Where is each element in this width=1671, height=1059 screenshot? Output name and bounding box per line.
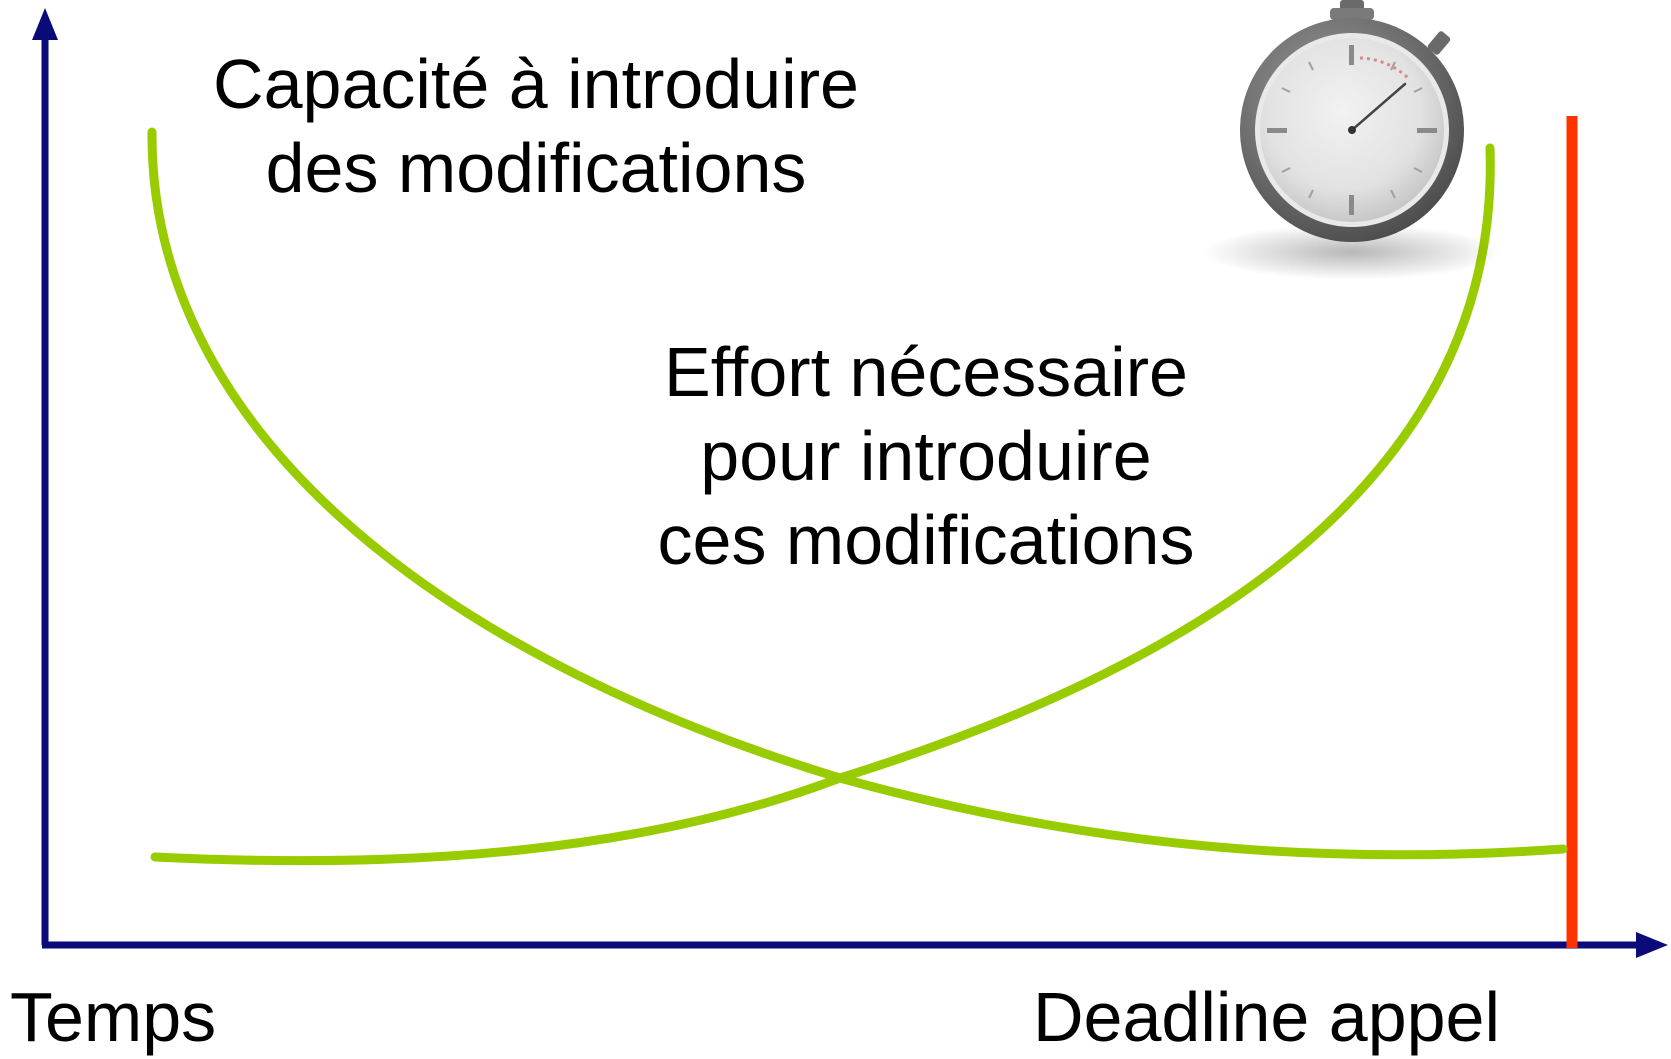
- effort-label-line-3: ces modifications: [657, 501, 1195, 579]
- capacity-curve: [147, 127, 1568, 860]
- effort-label: Effort nécessaire pour introduire ces mo…: [636, 330, 1216, 582]
- y-axis: [32, 8, 58, 945]
- x-axis-label: Temps: [10, 978, 217, 1056]
- effort-curve: [150, 143, 1495, 866]
- capacity-label-line-2: des modifications: [265, 129, 807, 207]
- effort-label-line-2: pour introduire: [700, 417, 1152, 495]
- deadline-label: Deadline appel: [1033, 978, 1501, 1056]
- effort-label-line-1: Effort nécessaire: [664, 333, 1188, 411]
- x-axis: [42, 932, 1668, 958]
- stopwatch-icon: [1202, 0, 1502, 280]
- x-axis-arrowhead: [1636, 932, 1668, 958]
- capacity-label: Capacité à introduire des modifications: [186, 42, 886, 210]
- y-axis-arrowhead: [32, 8, 58, 40]
- capacity-label-line-1: Capacité à introduire: [213, 45, 859, 123]
